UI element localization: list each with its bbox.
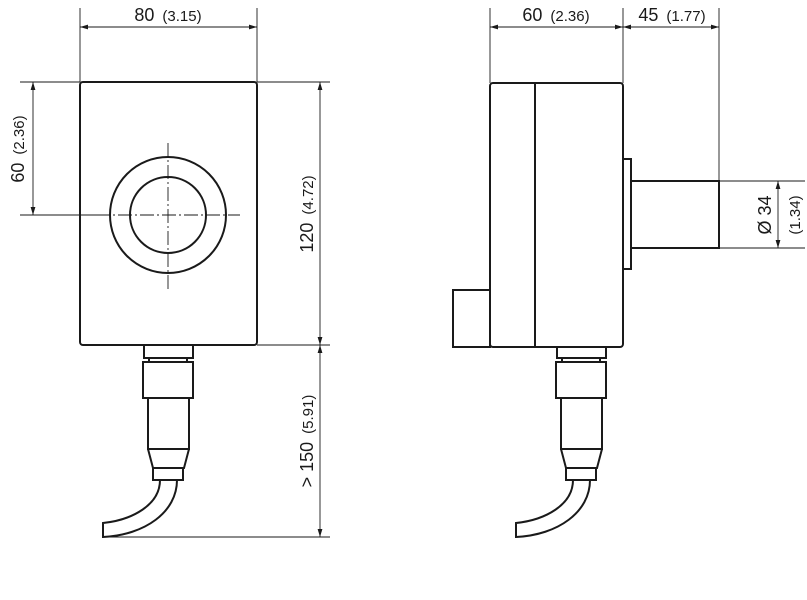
cable-length-value: > 150 <box>297 442 317 488</box>
depth-dimension: 60 (2.36) 45 (1.77) <box>489 5 720 181</box>
cable-side <box>515 479 591 539</box>
height-inch: (4.72) <box>300 175 317 214</box>
svg-text:45 (1.77): 45 (1.77) <box>638 5 705 25</box>
housing-front <box>79 81 258 346</box>
housing-side <box>489 82 624 348</box>
depth-inch: (2.36) <box>550 8 589 25</box>
cable-length-dimension: > 150 (5.91) <box>103 345 330 538</box>
svg-text:60 (2.36): 60 (2.36) <box>8 115 28 182</box>
width-dimension: 80 (3.15) <box>79 5 258 82</box>
side-block <box>452 289 491 348</box>
svg-text:> 150 (5.91): > 150 (5.91) <box>297 395 317 488</box>
shaft <box>630 180 720 249</box>
shaft-length-value: 45 <box>638 5 658 25</box>
cable-front <box>102 479 178 539</box>
svg-text:60 (2.36): 60 (2.36) <box>522 5 589 25</box>
width-value: 80 <box>134 5 154 25</box>
height-value: 120 <box>297 223 317 253</box>
flange <box>622 158 632 270</box>
center-height-value: 60 <box>8 163 28 183</box>
center-height-inch: (2.36) <box>11 115 28 154</box>
connector-side <box>515 346 607 539</box>
center-height-dimension: 60 (2.36) <box>8 81 96 216</box>
shaft-diameter-dimension: Ø 34 (1.34) <box>719 180 805 249</box>
svg-text:120 (4.72): 120 (4.72) <box>297 175 317 252</box>
shaft-diameter-value: Ø 34 <box>755 195 775 234</box>
width-inch: (3.15) <box>162 8 201 25</box>
side-view: 60 (2.36) 45 (1.77) Ø 34 (1.34) <box>452 5 805 539</box>
shaft-diameter-inch: (1.34) <box>787 195 804 234</box>
depth-value: 60 <box>522 5 542 25</box>
cable-length-inch: (5.91) <box>300 395 317 434</box>
shaft-length-inch: (1.77) <box>666 8 705 25</box>
svg-text:80 (3.15): 80 (3.15) <box>134 5 201 25</box>
connector-front <box>102 344 194 539</box>
height-dimension: 120 (4.72) <box>257 81 330 346</box>
front-view: 80 (3.15) 60 (2.36) 120 (4.72) <box>8 5 330 539</box>
